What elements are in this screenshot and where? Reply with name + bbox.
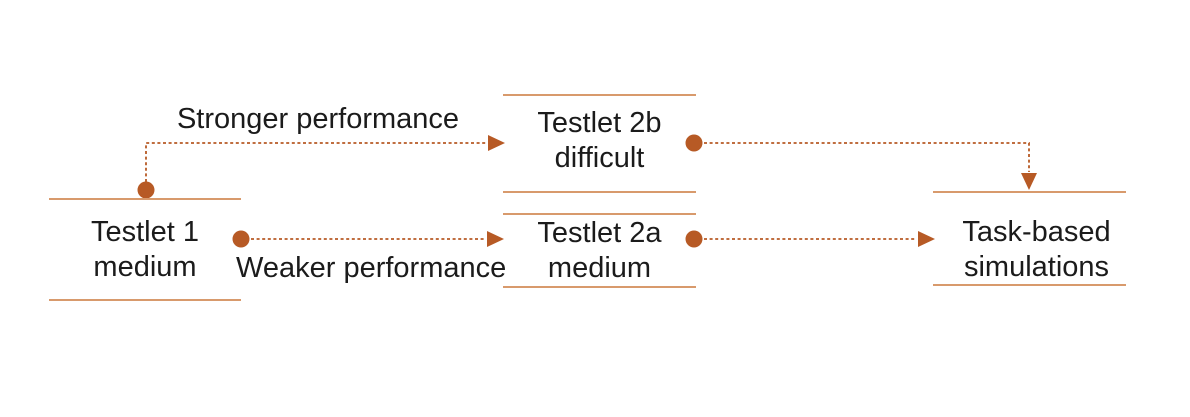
- edge-stronger-performance: [137, 135, 505, 199]
- edge-weaker-performance: [232, 230, 504, 248]
- simulations-bottom-rule: [933, 284, 1126, 286]
- right-arrowhead-icon: [918, 231, 935, 247]
- testlet1-bottom-rule: [49, 299, 241, 301]
- node-label-line: medium: [547, 252, 652, 284]
- node-label-line: medium: [93, 251, 197, 283]
- node-label-line: Testlet 1: [91, 216, 199, 248]
- edge-testlet2a-to-simulations: [685, 230, 935, 248]
- simulations-top-rule: [933, 191, 1126, 193]
- edge-testlet2b-to-simulations: [685, 134, 1037, 190]
- node-testlet1: Testlet 1 medium: [49, 215, 241, 285]
- dotted-connector: [145, 142, 486, 182]
- testlet2a-top-rule: [503, 213, 696, 215]
- node-label-line: difficult: [554, 142, 645, 174]
- node-label-line: simulations: [963, 251, 1110, 283]
- right-arrowhead-icon: [488, 135, 505, 151]
- node-task-based-simulations: Task-based simulations: [940, 215, 1133, 285]
- right-arrowhead-icon: [487, 231, 504, 247]
- testlet1-top-rule: [49, 198, 241, 200]
- node-label-line: Testlet 2a: [537, 217, 662, 249]
- dotted-connector: [704, 142, 1030, 172]
- edge-origin-dot: [685, 134, 703, 152]
- node-label-line: Testlet 2b: [537, 107, 662, 139]
- weaker-performance-label: Weaker performance: [236, 252, 507, 284]
- down-arrowhead-icon: [1021, 173, 1037, 190]
- node-label-line: Task-based: [962, 216, 1111, 248]
- edge-origin-dot: [137, 181, 155, 199]
- node-testlet2b: Testlet 2b difficult: [503, 106, 696, 176]
- edge-origin-dot: [232, 230, 250, 248]
- stronger-performance-label: Stronger performance: [176, 103, 460, 135]
- node-testlet2a: Testlet 2a medium: [503, 216, 696, 286]
- testlet2b-bottom-rule: [503, 191, 696, 193]
- testlet2a-bottom-rule: [503, 286, 696, 288]
- edge-origin-dot: [685, 230, 703, 248]
- testlet2b-top-rule: [503, 94, 696, 96]
